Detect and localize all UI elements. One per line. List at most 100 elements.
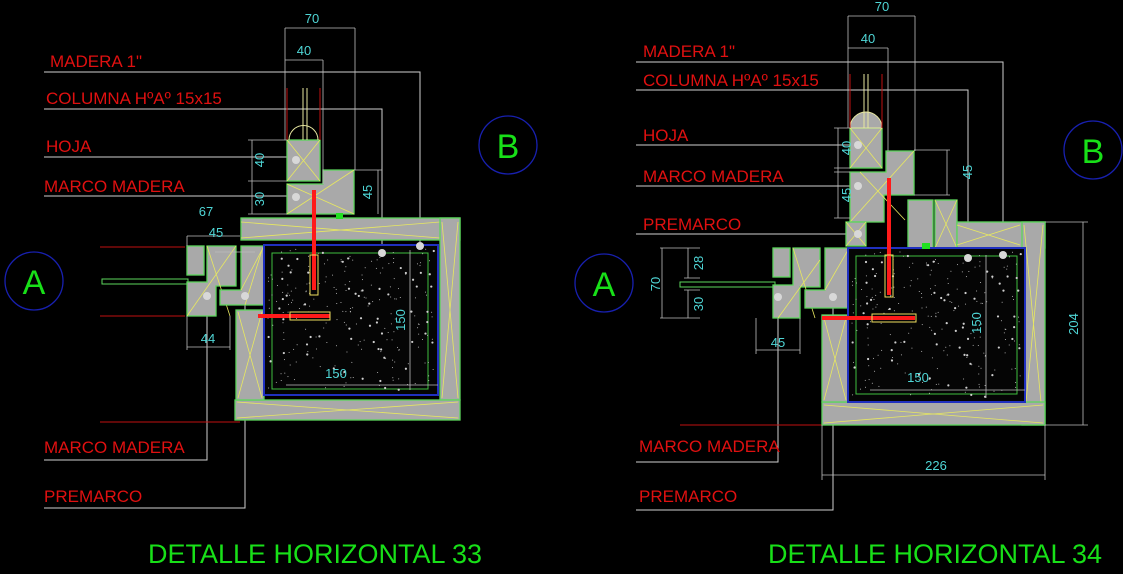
concrete-speckle	[972, 344, 974, 346]
anchor-plug	[871, 313, 917, 323]
concrete-speckle	[889, 334, 891, 336]
concrete-speckle	[874, 253, 876, 255]
concrete-speckle	[407, 363, 409, 365]
concrete-speckle	[979, 281, 981, 283]
concrete-speckle	[965, 386, 968, 389]
concrete-speckle	[363, 339, 365, 341]
concrete-speckle	[399, 296, 401, 298]
concrete-speckle	[1005, 329, 1007, 331]
concrete-speckle	[426, 294, 428, 296]
concrete-speckle	[375, 321, 379, 324]
concrete-speckle	[282, 322, 284, 324]
concrete-speckle	[393, 262, 395, 264]
concrete-speckle	[970, 333, 972, 335]
concrete-speckle	[1012, 298, 1014, 300]
concrete-speckle	[280, 257, 283, 260]
concrete-speckle	[986, 270, 989, 273]
label-premarco-bottom: PREMARCO	[639, 487, 737, 506]
concrete-speckle	[947, 384, 950, 387]
concrete-speckle	[419, 265, 421, 267]
concrete-speckle	[962, 322, 965, 325]
concrete-speckle	[306, 353, 308, 355]
concrete-speckle	[918, 379, 920, 381]
concrete-speckle	[427, 361, 429, 363]
concrete-speckle	[1006, 275, 1009, 278]
concrete-speckle	[426, 310, 429, 313]
concrete-speckle	[426, 320, 429, 324]
concrete-speckle	[290, 302, 292, 304]
concrete-speckle	[954, 329, 957, 332]
concrete-speckle	[950, 270, 952, 272]
detail-34: 70 40 40 45 45 70 28 30 45 150 150 204 2…	[574, 0, 1123, 569]
dim-70-vertical: 70	[648, 277, 663, 291]
anchor-plug	[884, 254, 894, 298]
detail-title: DETALLE HORIZONTAL 34	[768, 539, 1102, 569]
concrete-texture	[267, 248, 435, 391]
concrete-speckle	[345, 324, 347, 326]
concrete-speckle	[281, 271, 283, 273]
concrete-speckle	[362, 279, 364, 281]
concrete-speckle	[1011, 368, 1013, 370]
concrete-speckle	[851, 322, 853, 324]
concrete-speckle	[883, 312, 885, 314]
concrete-speckle	[871, 296, 873, 298]
concrete-speckle	[998, 282, 1001, 285]
concrete-speckle	[984, 385, 986, 387]
concrete-speckle	[979, 265, 981, 267]
concrete-speckle	[851, 281, 853, 283]
concrete-speckle	[926, 264, 928, 266]
concrete-speckle	[345, 266, 347, 268]
concrete-speckle	[871, 382, 873, 384]
concrete-speckle	[974, 266, 976, 268]
concrete-speckle	[921, 307, 923, 309]
concrete-speckle	[368, 324, 372, 327]
concrete-speckle	[930, 315, 932, 317]
concrete-speckle	[930, 294, 932, 296]
concrete-speckle	[393, 257, 395, 259]
concrete-speckle	[309, 335, 312, 339]
concrete-speckle	[878, 385, 880, 387]
concrete-speckle	[291, 269, 293, 271]
concrete-speckle	[430, 285, 433, 288]
concrete-speckle	[305, 290, 307, 292]
label-madera: MADERA 1"	[50, 52, 142, 71]
concrete-speckle	[392, 379, 394, 381]
concrete-speckle	[932, 260, 935, 263]
concrete-speckle	[380, 332, 384, 335]
concrete-speckle	[947, 293, 950, 296]
concrete-speckle	[930, 269, 932, 271]
concrete-speckle	[866, 296, 868, 298]
concrete-speckle	[956, 288, 958, 290]
concrete-speckle	[431, 316, 433, 318]
concrete-speckle	[336, 319, 338, 321]
concrete-speckle	[1017, 289, 1020, 292]
concrete-speckle	[978, 383, 980, 385]
concrete-speckle	[379, 379, 382, 383]
concrete-speckle	[1018, 316, 1020, 318]
concrete-speckle	[929, 274, 931, 276]
concrete-speckle	[994, 369, 996, 371]
concrete-speckle	[928, 392, 930, 394]
concrete-speckle	[340, 259, 342, 261]
concrete-speckle	[961, 271, 963, 273]
concrete-speckle	[398, 378, 400, 380]
concrete-speckle	[309, 305, 311, 307]
concrete-speckle	[852, 304, 854, 306]
concrete-speckle	[852, 312, 854, 314]
concrete-speckle	[908, 332, 910, 334]
dim-150-horizontal: 150	[907, 370, 929, 385]
concrete-speckle	[874, 370, 876, 372]
concrete-speckle	[393, 278, 395, 280]
concrete-speckle	[398, 349, 400, 351]
concrete-speckle	[947, 282, 949, 284]
concrete-speckle	[902, 255, 904, 257]
concrete-speckle	[352, 259, 354, 261]
concrete-speckle	[1002, 289, 1005, 292]
concrete-speckle	[978, 365, 980, 367]
concrete-speckle	[940, 296, 943, 300]
concrete-speckle	[318, 282, 320, 284]
concrete-speckle	[917, 278, 919, 280]
concrete-speckle	[404, 271, 407, 275]
concrete-speckle	[866, 323, 869, 326]
concrete-speckle	[934, 259, 936, 261]
